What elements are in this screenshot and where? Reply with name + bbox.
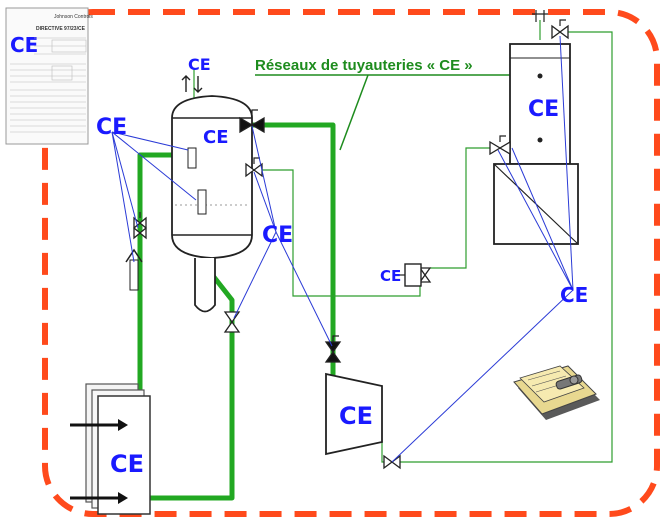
condenser xyxy=(70,383,151,515)
ce-mark-vessel: CE xyxy=(203,127,229,148)
documents-icon xyxy=(513,365,600,420)
ce-mark-left: CE xyxy=(96,115,127,140)
pipe-vessel-top xyxy=(237,122,336,378)
valve-pressure-switch xyxy=(418,267,432,283)
valve-thin-left xyxy=(245,162,263,178)
valve-vessel-top xyxy=(239,116,265,134)
pipe-thin-6 xyxy=(381,31,613,463)
valve-tower xyxy=(489,140,511,156)
nameplate-ce-mark: CE xyxy=(10,33,38,57)
diagram-title: Réseaux de tuyauteries « CE » xyxy=(255,57,473,74)
pipe-thin-1 xyxy=(240,169,325,297)
dashed-frame xyxy=(42,9,660,517)
pipe-condenser-return xyxy=(148,270,235,501)
ce-mark-compressor: CE xyxy=(339,402,373,430)
ce-mark-right: CE xyxy=(560,283,588,307)
nameplate: CE Johnson Controls DIRECTIVE 97/23/CE xyxy=(5,7,93,145)
nameplate-heading: DIRECTIVE 97/23/CE xyxy=(36,26,86,32)
top-fitting xyxy=(532,10,548,22)
separator-vessel xyxy=(171,75,253,313)
pressure-switch xyxy=(398,263,422,287)
compressor xyxy=(325,372,383,456)
ce-mark-middle: CE xyxy=(262,223,293,248)
ce-mark-condenser: CE xyxy=(110,450,144,478)
valve-top-right xyxy=(551,24,569,40)
ce-mark-tower: CE xyxy=(528,97,559,122)
pipe-thin-3 xyxy=(430,147,500,269)
ce-mark-vessel-top: CE xyxy=(188,55,211,74)
valve-compressor xyxy=(324,341,342,363)
valve-condenser-return xyxy=(223,311,241,333)
ce-mark-pressure-switch: CE xyxy=(380,267,401,285)
nameplate-brand: Johnson Controls xyxy=(54,14,93,20)
